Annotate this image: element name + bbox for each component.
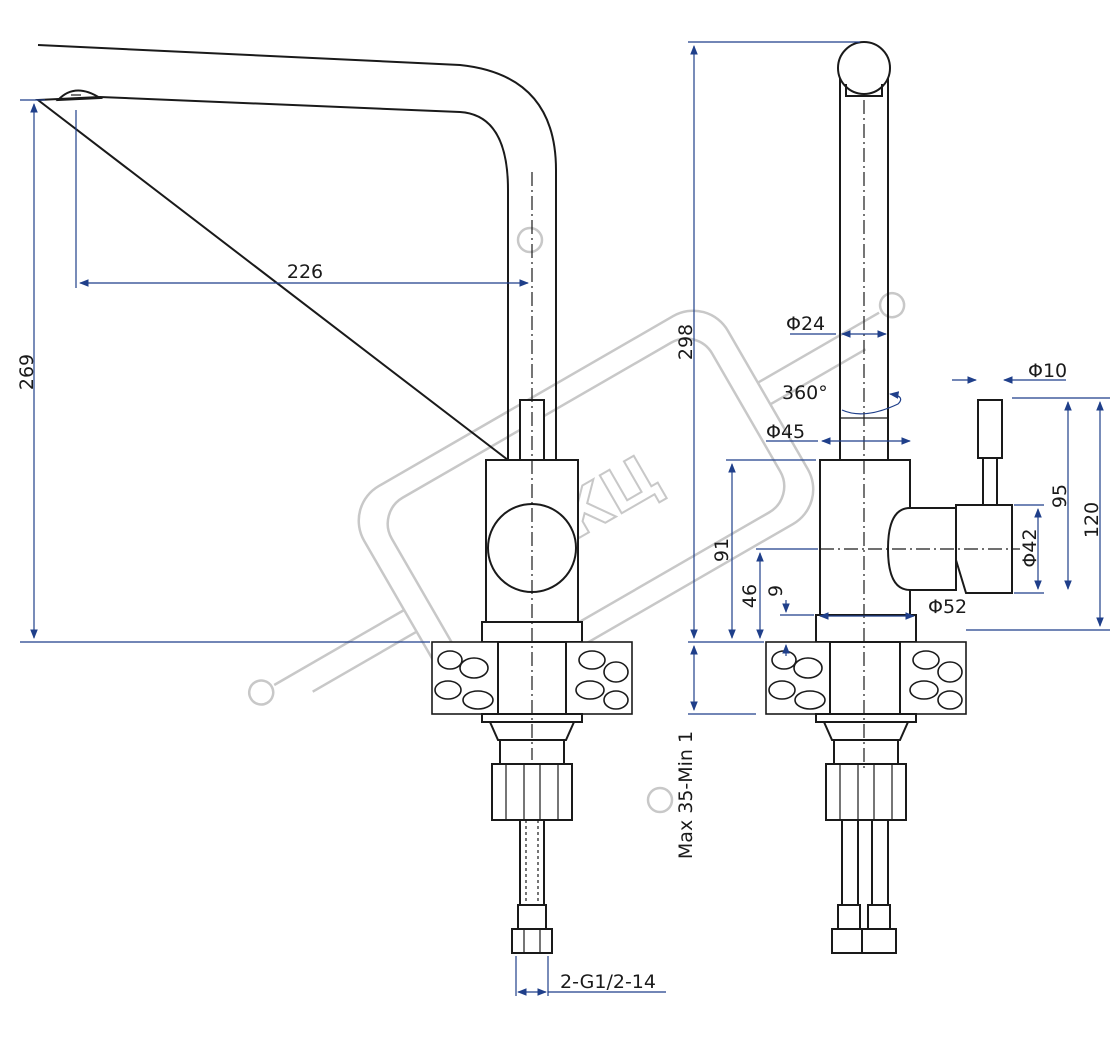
dim-91: 91: [711, 538, 733, 562]
dim-269: 269: [16, 354, 38, 390]
dim-phi10: Φ10: [1028, 360, 1067, 382]
right-front-view: [765, 41, 1020, 954]
dim-phi45: Φ45: [766, 421, 805, 443]
dim-9: 9: [765, 585, 787, 597]
dim-phi24: Φ24: [786, 313, 825, 335]
dim-phi52: Φ52: [928, 596, 967, 618]
left-side-view: [35, 44, 633, 954]
dim-connection: 2-G1/2-14: [560, 971, 656, 993]
dim-worktop: Max 35-Min 1: [675, 731, 697, 859]
dim-360: 360°: [782, 382, 828, 404]
right-dimensions: 298 Φ24 360° Φ45 Φ10 91 46 9 Φ52: [675, 41, 1110, 859]
fixing-nut: [491, 763, 573, 821]
left-dimensions: 269 226 2-G1/2-14: [16, 99, 666, 996]
dim-95: 95: [1049, 484, 1071, 508]
spout-tip: [837, 41, 891, 95]
dim-phi42: Φ42: [1019, 528, 1041, 567]
aerator: [55, 89, 104, 102]
dim-120: 120: [1081, 502, 1103, 538]
spout-outline: [35, 44, 557, 463]
hose-connector: [511, 928, 553, 954]
dim-46: 46: [739, 584, 761, 608]
dim-226: 226: [287, 261, 323, 283]
dim-298: 298: [675, 324, 697, 360]
